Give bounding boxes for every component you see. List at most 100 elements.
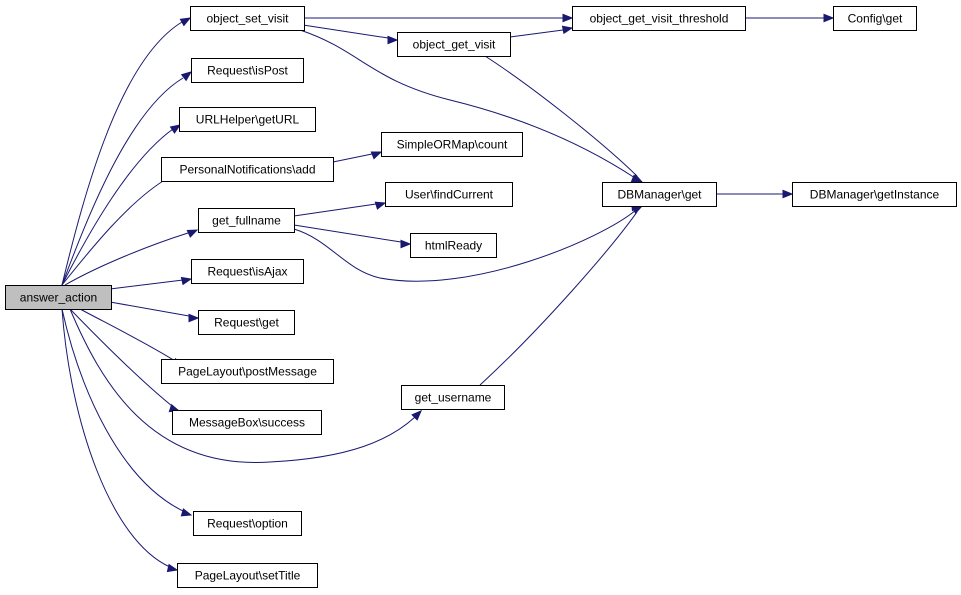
edge-line bbox=[293, 224, 402, 243]
edge-line bbox=[64, 232, 189, 286]
edge-line bbox=[509, 29, 564, 38]
edge-answer-get-fullname bbox=[64, 229, 199, 286]
edge-line bbox=[109, 301, 190, 317]
edge-answer-request-isajax bbox=[109, 276, 193, 290]
edge-line bbox=[61, 308, 184, 512]
node-label: answer_action bbox=[20, 291, 97, 305]
edge-line bbox=[69, 308, 173, 407]
edge-answer-pagelayout-settitle bbox=[61, 308, 179, 573]
nodes: answer_action object_set_visit object_get_… bbox=[5, 6, 957, 588]
node-answer-action[interactable]: answer_action bbox=[5, 285, 112, 310]
node-messagebox-success[interactable]: MessageBox\success bbox=[172, 410, 322, 435]
node-box bbox=[381, 132, 523, 157]
edge-line bbox=[61, 21, 183, 286]
node-request-ispost[interactable]: Request\isPost bbox=[191, 58, 304, 83]
node-box bbox=[191, 259, 304, 284]
arrowhead bbox=[166, 563, 179, 573]
node-label: Request\get bbox=[214, 316, 279, 330]
node-request-get[interactable]: Request\get bbox=[198, 310, 295, 335]
node-get-username[interactable]: get_username bbox=[401, 385, 505, 410]
node-box bbox=[5, 285, 112, 310]
arrowhead bbox=[782, 189, 794, 199]
node-box bbox=[833, 6, 917, 31]
arrowhead bbox=[186, 229, 199, 238]
arrowhead bbox=[179, 17, 192, 27]
node-urlhelper-geturl[interactable]: URLHelper\getURL bbox=[179, 107, 316, 132]
node-user-findcurrent[interactable]: User\findCurrent bbox=[385, 182, 513, 207]
arrowhead bbox=[180, 276, 193, 286]
edge-answer-get-username bbox=[69, 308, 422, 463]
node-personalnotifications-add[interactable]: PersonalNotifications\add bbox=[161, 157, 334, 182]
edge-line bbox=[484, 55, 638, 177]
node-pagelayout-postmessage[interactable]: PageLayout\postMessage bbox=[161, 359, 334, 384]
arrowhead bbox=[374, 201, 387, 210]
node-box bbox=[190, 6, 305, 31]
node-object-set-visit[interactable]: object_set_visit bbox=[190, 6, 305, 31]
edge-line bbox=[302, 24, 389, 39]
edge-line bbox=[69, 308, 416, 463]
node-label: Config\get bbox=[848, 12, 903, 26]
node-box bbox=[172, 410, 322, 435]
edge-line bbox=[79, 308, 176, 362]
node-pagelayout-settitle[interactable]: PageLayout\setTitle bbox=[177, 563, 318, 588]
edge-line bbox=[109, 279, 184, 290]
edge-dbmanager-getinstance bbox=[716, 189, 794, 199]
edge-fullname-findcurrent bbox=[293, 201, 387, 217]
edge-answer-messagebox bbox=[69, 308, 181, 413]
node-request-isajax[interactable]: Request\isAjax bbox=[191, 259, 304, 284]
node-label: PageLayout\setTitle bbox=[195, 569, 301, 583]
node-label: PersonalNotifications\add bbox=[179, 163, 315, 177]
edge-answer-urlhelper bbox=[61, 124, 182, 286]
node-dbmanager-get[interactable]: DBManager\get bbox=[602, 182, 717, 207]
node-label: PageLayout\postMessage bbox=[178, 365, 317, 379]
node-label: object_get_visit bbox=[413, 38, 496, 52]
node-object-get-visit[interactable]: object_get_visit bbox=[397, 32, 511, 57]
arrowhead bbox=[823, 13, 835, 23]
edge-line bbox=[61, 77, 184, 286]
node-object-get-visit-threshold[interactable]: object_get_visit_threshold bbox=[572, 6, 746, 31]
node-box bbox=[161, 157, 334, 182]
node-label: get_username bbox=[415, 391, 492, 405]
edge-fullname-htmlready bbox=[293, 224, 412, 249]
arrowhead bbox=[561, 25, 574, 35]
edge-get-visit-threshold bbox=[509, 25, 574, 38]
edge-line bbox=[479, 211, 638, 386]
node-htmlready[interactable]: htmlReady bbox=[410, 233, 497, 258]
arrowhead bbox=[562, 13, 574, 23]
node-label: htmlReady bbox=[425, 239, 482, 253]
node-box bbox=[198, 208, 295, 233]
edge-username-dbmanager bbox=[479, 205, 644, 386]
edges bbox=[61, 13, 835, 573]
node-box bbox=[177, 563, 318, 588]
node-dbmanager-getinstance[interactable]: DBManager\getInstance bbox=[792, 182, 957, 207]
arrowhead bbox=[400, 239, 412, 249]
edge-set-visit-get-visit bbox=[302, 24, 399, 45]
node-config-get[interactable]: Config\get bbox=[833, 6, 917, 31]
node-box bbox=[602, 182, 717, 207]
node-box bbox=[198, 310, 295, 335]
edge-answer-personalnotif bbox=[61, 172, 177, 286]
arrowhead bbox=[631, 173, 644, 183]
node-label: User\findCurrent bbox=[405, 188, 494, 202]
edge-threshold-config bbox=[745, 13, 835, 23]
node-box bbox=[792, 182, 957, 207]
node-label: DBManager\get bbox=[617, 188, 702, 202]
edge-line bbox=[299, 29, 636, 179]
node-label: Request\isPost bbox=[207, 64, 288, 78]
arrowhead bbox=[180, 71, 193, 82]
node-box bbox=[572, 6, 746, 31]
node-box bbox=[401, 385, 505, 410]
edge-line bbox=[332, 153, 373, 163]
node-label: SimpleORMap\count bbox=[397, 138, 508, 152]
edge-answer-object-set-visit bbox=[61, 17, 192, 286]
node-label: object_get_visit_threshold bbox=[590, 12, 729, 26]
node-get-fullname[interactable]: get_fullname bbox=[198, 208, 295, 233]
node-simpleormap-count[interactable]: SimpleORMap\count bbox=[381, 132, 523, 157]
node-box bbox=[397, 32, 511, 57]
node-label: MessageBox\success bbox=[189, 416, 305, 430]
node-label: Request\isAjax bbox=[207, 265, 287, 279]
edge-answer-postmessage bbox=[79, 308, 184, 367]
edge-answer-request-get bbox=[109, 301, 200, 323]
node-label: DBManager\getInstance bbox=[810, 188, 940, 202]
node-request-option[interactable]: Request\option bbox=[193, 511, 302, 536]
